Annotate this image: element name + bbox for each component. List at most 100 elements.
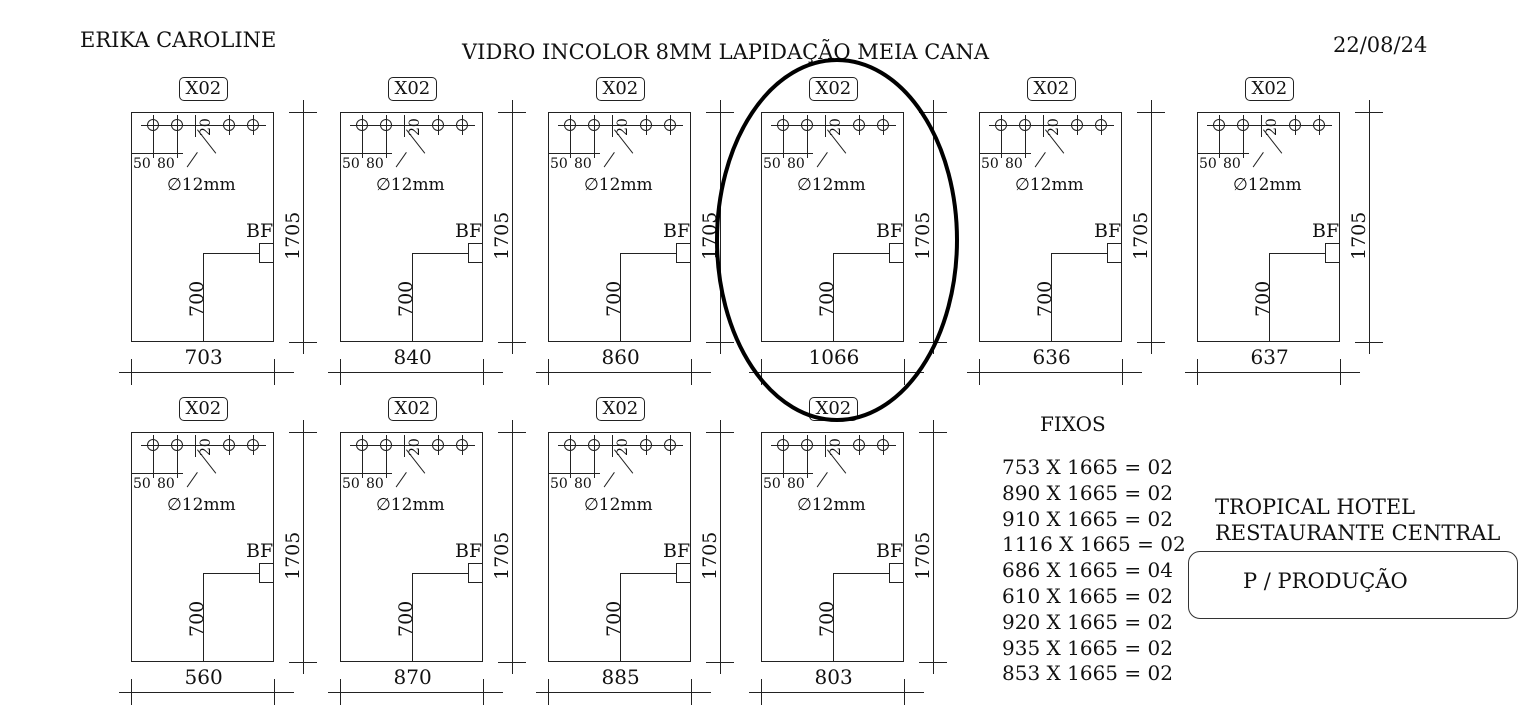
hole-axis-line (771, 125, 896, 126)
lock-label: BF (663, 220, 691, 242)
height-dim-tick (498, 432, 526, 433)
width-label: 870 (393, 665, 432, 689)
height-dim-tick (1355, 112, 1383, 113)
lock-height-line (203, 573, 259, 574)
fixos-item: 610 X 1665 = 02 (1002, 583, 1173, 608)
hole-crosshair (807, 435, 808, 455)
fixos-item: 1116 X 1665 = 02 (1002, 532, 1186, 557)
client-name: ERIKA CAROLINE (80, 28, 277, 52)
hole-offset-tick (195, 115, 196, 137)
hole-offset-tick (612, 115, 613, 137)
width-dim-tick (340, 679, 341, 705)
fixos-list: 753 X 1665 = 02 890 X 1665 = 02 910 X 16… (1002, 455, 1186, 687)
spacing-tick (362, 130, 363, 158)
hole-crosshair (438, 435, 439, 455)
hole-offset-tick (1043, 115, 1044, 137)
width-dim-tick (1197, 359, 1198, 385)
hole-diameter-label: ∅12mm (797, 495, 866, 515)
spacing-tick (807, 450, 808, 478)
lock-label: BF (663, 540, 691, 562)
hole-crosshair (1243, 115, 1244, 135)
spacing-dim-line (131, 473, 183, 474)
glass-outline (548, 112, 691, 342)
spacing-tick (177, 450, 178, 478)
lock-height-dim (833, 253, 834, 342)
lock-box (468, 243, 483, 263)
hole-crosshair (362, 115, 363, 135)
width-dim-tick (1122, 359, 1123, 385)
width-dim-tick (548, 679, 549, 705)
hole-axis-line (558, 445, 683, 446)
spacing-label: 50 (550, 156, 568, 172)
spacing-dim-line (340, 153, 392, 154)
spacing-tick (594, 130, 595, 158)
width-label: 560 (184, 665, 223, 689)
lock-label: BF (1312, 220, 1340, 242)
width-dim-tick (761, 359, 762, 385)
lock-height-dim (203, 573, 204, 662)
hole-diameter-label: ∅12mm (167, 175, 236, 195)
spacing-tick (807, 130, 808, 158)
panel-code: X02 (178, 77, 229, 101)
lock-height-line (1051, 253, 1107, 254)
height-dim-tick (498, 662, 526, 663)
height-dim-line (720, 100, 721, 354)
hole-crosshair (153, 115, 154, 135)
lock-box (259, 563, 274, 583)
hole-crosshair (1295, 115, 1296, 135)
height-dim-line (1151, 100, 1152, 354)
lock-height-dim (833, 573, 834, 662)
spacing-tick (783, 450, 784, 478)
lock-height-line (620, 573, 676, 574)
lock-box (676, 243, 691, 263)
hole-crosshair (646, 115, 647, 135)
width-dim-tick (904, 679, 905, 705)
hole-crosshair (177, 115, 178, 135)
project-location: RESTAURANTE CENTRAL (1215, 521, 1501, 545)
fixos-item: 910 X 1665 = 02 (1002, 506, 1173, 531)
fixos-item: 853 X 1665 = 02 (1002, 661, 1173, 686)
height-dim-tick (919, 432, 947, 433)
width-dim-line (119, 372, 294, 373)
width-dim-line (1185, 372, 1360, 373)
lock-height-line (620, 253, 676, 254)
width-label: 637 (1250, 345, 1289, 369)
lock-label: BF (876, 220, 904, 242)
drawing-title: VIDRO INCOLOR 8MM LAPIDAÇÃO MEIA CANA (462, 40, 990, 64)
width-dim-tick (761, 679, 762, 705)
width-dim-tick (274, 679, 275, 705)
hole-crosshair (1025, 115, 1026, 135)
lock-height-line (833, 573, 889, 574)
spacing-label: 50 (133, 156, 151, 172)
spacing-label: 80 (157, 156, 175, 172)
spacing-label: 50 (550, 476, 568, 492)
hole-offset-tick (612, 435, 613, 457)
hole-crosshair (229, 115, 230, 135)
hole-axis-line (558, 125, 683, 126)
spacing-label: 80 (574, 156, 592, 172)
height-dim-line (1369, 100, 1370, 354)
lock-label: BF (246, 540, 274, 562)
width-dim-tick (483, 359, 484, 385)
hole-crosshair (783, 435, 784, 455)
spacing-label: 50 (1199, 156, 1217, 172)
hole-crosshair (362, 435, 363, 455)
lock-height-dim (1269, 253, 1270, 342)
lock-height-line (412, 253, 468, 254)
width-dim-line (749, 692, 924, 693)
hole-crosshair (594, 115, 595, 135)
spacing-dim-line (1197, 153, 1249, 154)
width-dim-tick (131, 359, 132, 385)
glass-outline (131, 112, 274, 342)
spacing-tick (783, 130, 784, 158)
lock-height-line (412, 573, 468, 574)
width-dim-line (328, 692, 503, 693)
width-label: 1066 (808, 345, 860, 369)
hole-crosshair (570, 115, 571, 135)
